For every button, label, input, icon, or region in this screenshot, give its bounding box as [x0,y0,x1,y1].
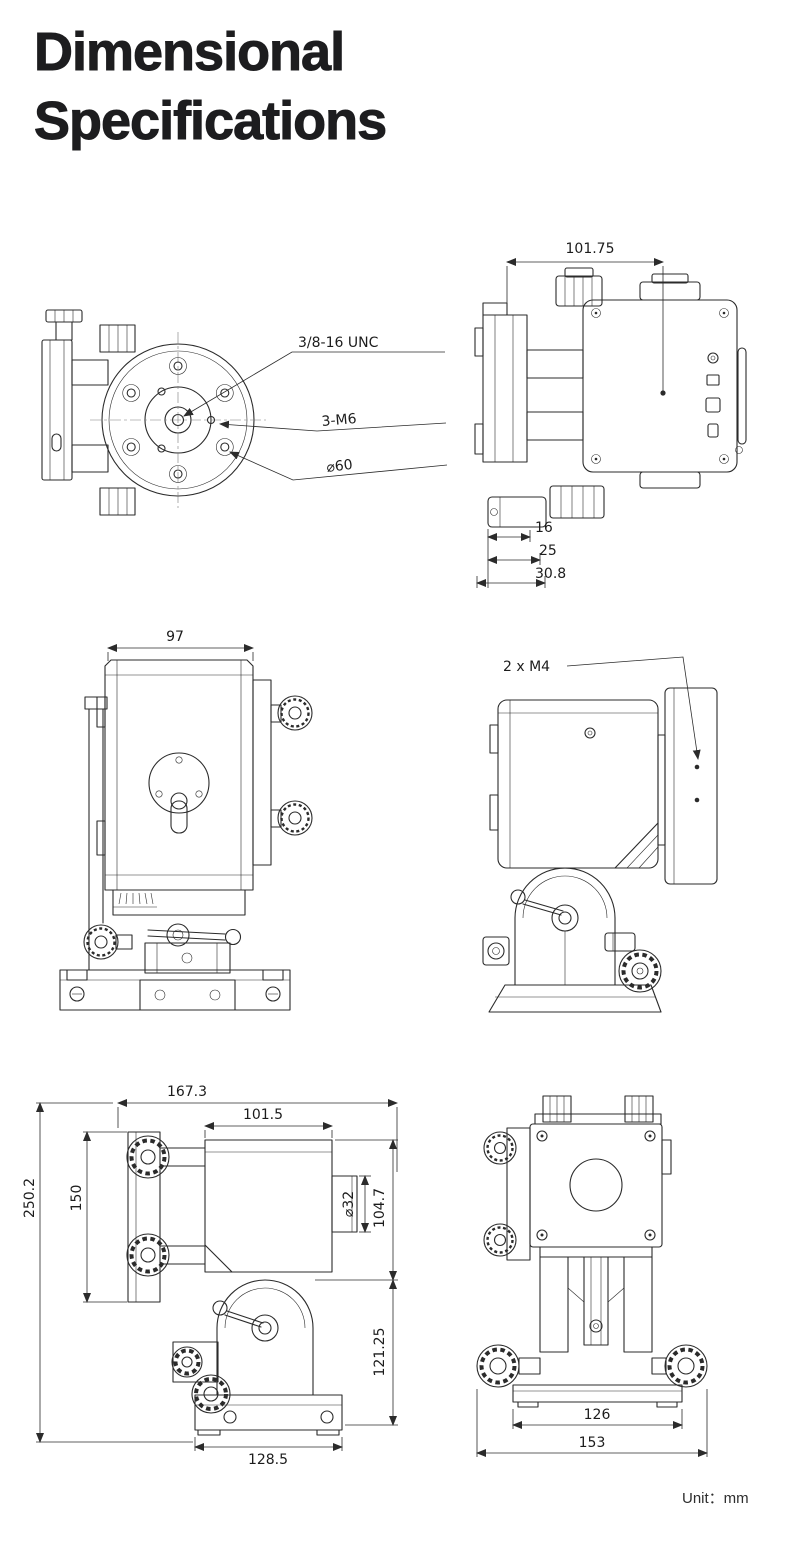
dim-167-3: 167.3 [117,1084,398,1172]
base-plate-front [194,1394,343,1436]
dim-97: 97 [107,629,254,661]
thread-spec-label: 3/8-16 UNC [298,335,379,351]
dim-153: 153 [476,1389,708,1457]
top-posts [534,1095,662,1125]
dim-25: 25 [487,543,557,565]
dim-121-25-label: 121.25 [372,1328,388,1377]
dim-16-label: 16 [535,520,553,536]
dim-150-label: 150 [69,1185,85,1212]
drawing-rear-view: 126 153 [476,1095,708,1457]
dim-128-5: 128.5 [194,1437,343,1468]
drawing-right-side-view: 101.75 [474,241,747,588]
tilt-mechanism-side [482,867,662,993]
pan-bracket-top-view [41,309,136,516]
drawing-left-side-view: 2 x M4 [482,656,718,1013]
pan-lock-lever [147,923,242,947]
dim-250-2: 250.2 [22,1102,193,1443]
unit-label: Unit：mm [682,1490,749,1507]
m6-holes [157,387,216,453]
m6-holes-label: 3-M6 [321,411,357,430]
dim-dia-32-label: ⌀32 [341,1191,357,1217]
m4-holes-label: 2 x M4 [503,659,550,675]
dim-104-7: 104.7 [315,1139,398,1281]
dim-153-label: 153 [579,1435,606,1451]
dim-104-7-label: 104.7 [372,1188,388,1228]
tilt-mechanism-front [212,1279,314,1396]
title-line-1: Dimensional [33,22,345,83]
dim-167-3-label: 167.3 [167,1084,207,1100]
side-bracket-star-knobs [126,1131,206,1303]
rear-panel-controls [705,352,721,438]
dim-101-5: 101.5 [204,1107,333,1138]
side-lock-knobs-right [252,679,313,866]
title-line-2: Specifications [33,91,387,152]
dim-101-75: 101.75 [506,241,666,396]
dim-dia-32: ⌀32 [341,1175,371,1233]
dim-126: 126 [512,1407,683,1429]
dim-16: 16 [487,520,553,542]
support-column-left [84,696,108,971]
rear-body [529,1123,672,1248]
mount-plate-right [657,687,718,885]
tilt-yoke-rear [539,1246,653,1353]
side-lock-star-knobs [476,1344,708,1388]
tilt-lock-knob-left [83,924,133,960]
trunnion-block [144,942,231,974]
camera-body-left-side [489,699,659,869]
left-bracket-knobs [483,1127,531,1261]
dim-101-75-label: 101.75 [566,241,615,257]
dim-150: 150 [69,1131,127,1303]
dim-30-8-label: 30.8 [535,566,566,582]
dim-128-5-label: 128.5 [248,1452,288,1468]
drawing-dimensioned-front-view: 167.3 101.5 250.2 150 [22,1084,398,1468]
dim-121-25: 121.25 [345,1279,398,1426]
mount-bracket-side [474,267,605,528]
dim-250-2-label: 250.2 [22,1178,38,1218]
bolt-circle-label: ⌀60 [326,457,354,476]
base-plate-side [488,984,662,1013]
dim-25-label: 25 [539,543,557,559]
bolt-slots [122,357,234,483]
camera-body-side [582,273,747,489]
dim-30-8: 30.8 [476,529,566,588]
dim-126-label: 126 [584,1407,611,1423]
base-plate-rear [512,1384,683,1408]
dim-101-5-label: 101.5 [243,1107,283,1123]
dim-97-label: 97 [166,629,184,645]
drawing-top-flange-view: 3/8-16 UNC 3-M6 ⌀60 [41,309,448,516]
camera-body-front [96,659,254,891]
base-plate [59,969,291,1011]
camera-body-front-dim [204,1139,358,1273]
flange-callouts: 3/8-16 UNC 3-M6 ⌀60 [183,335,448,481]
lock-knobs-bottom-left [171,1341,231,1414]
drawing-front-view: 97 [59,629,313,1011]
m4-callout: 2 x M4 [503,656,701,760]
tilt-scale-band [112,889,246,916]
mount-flange [90,332,266,508]
